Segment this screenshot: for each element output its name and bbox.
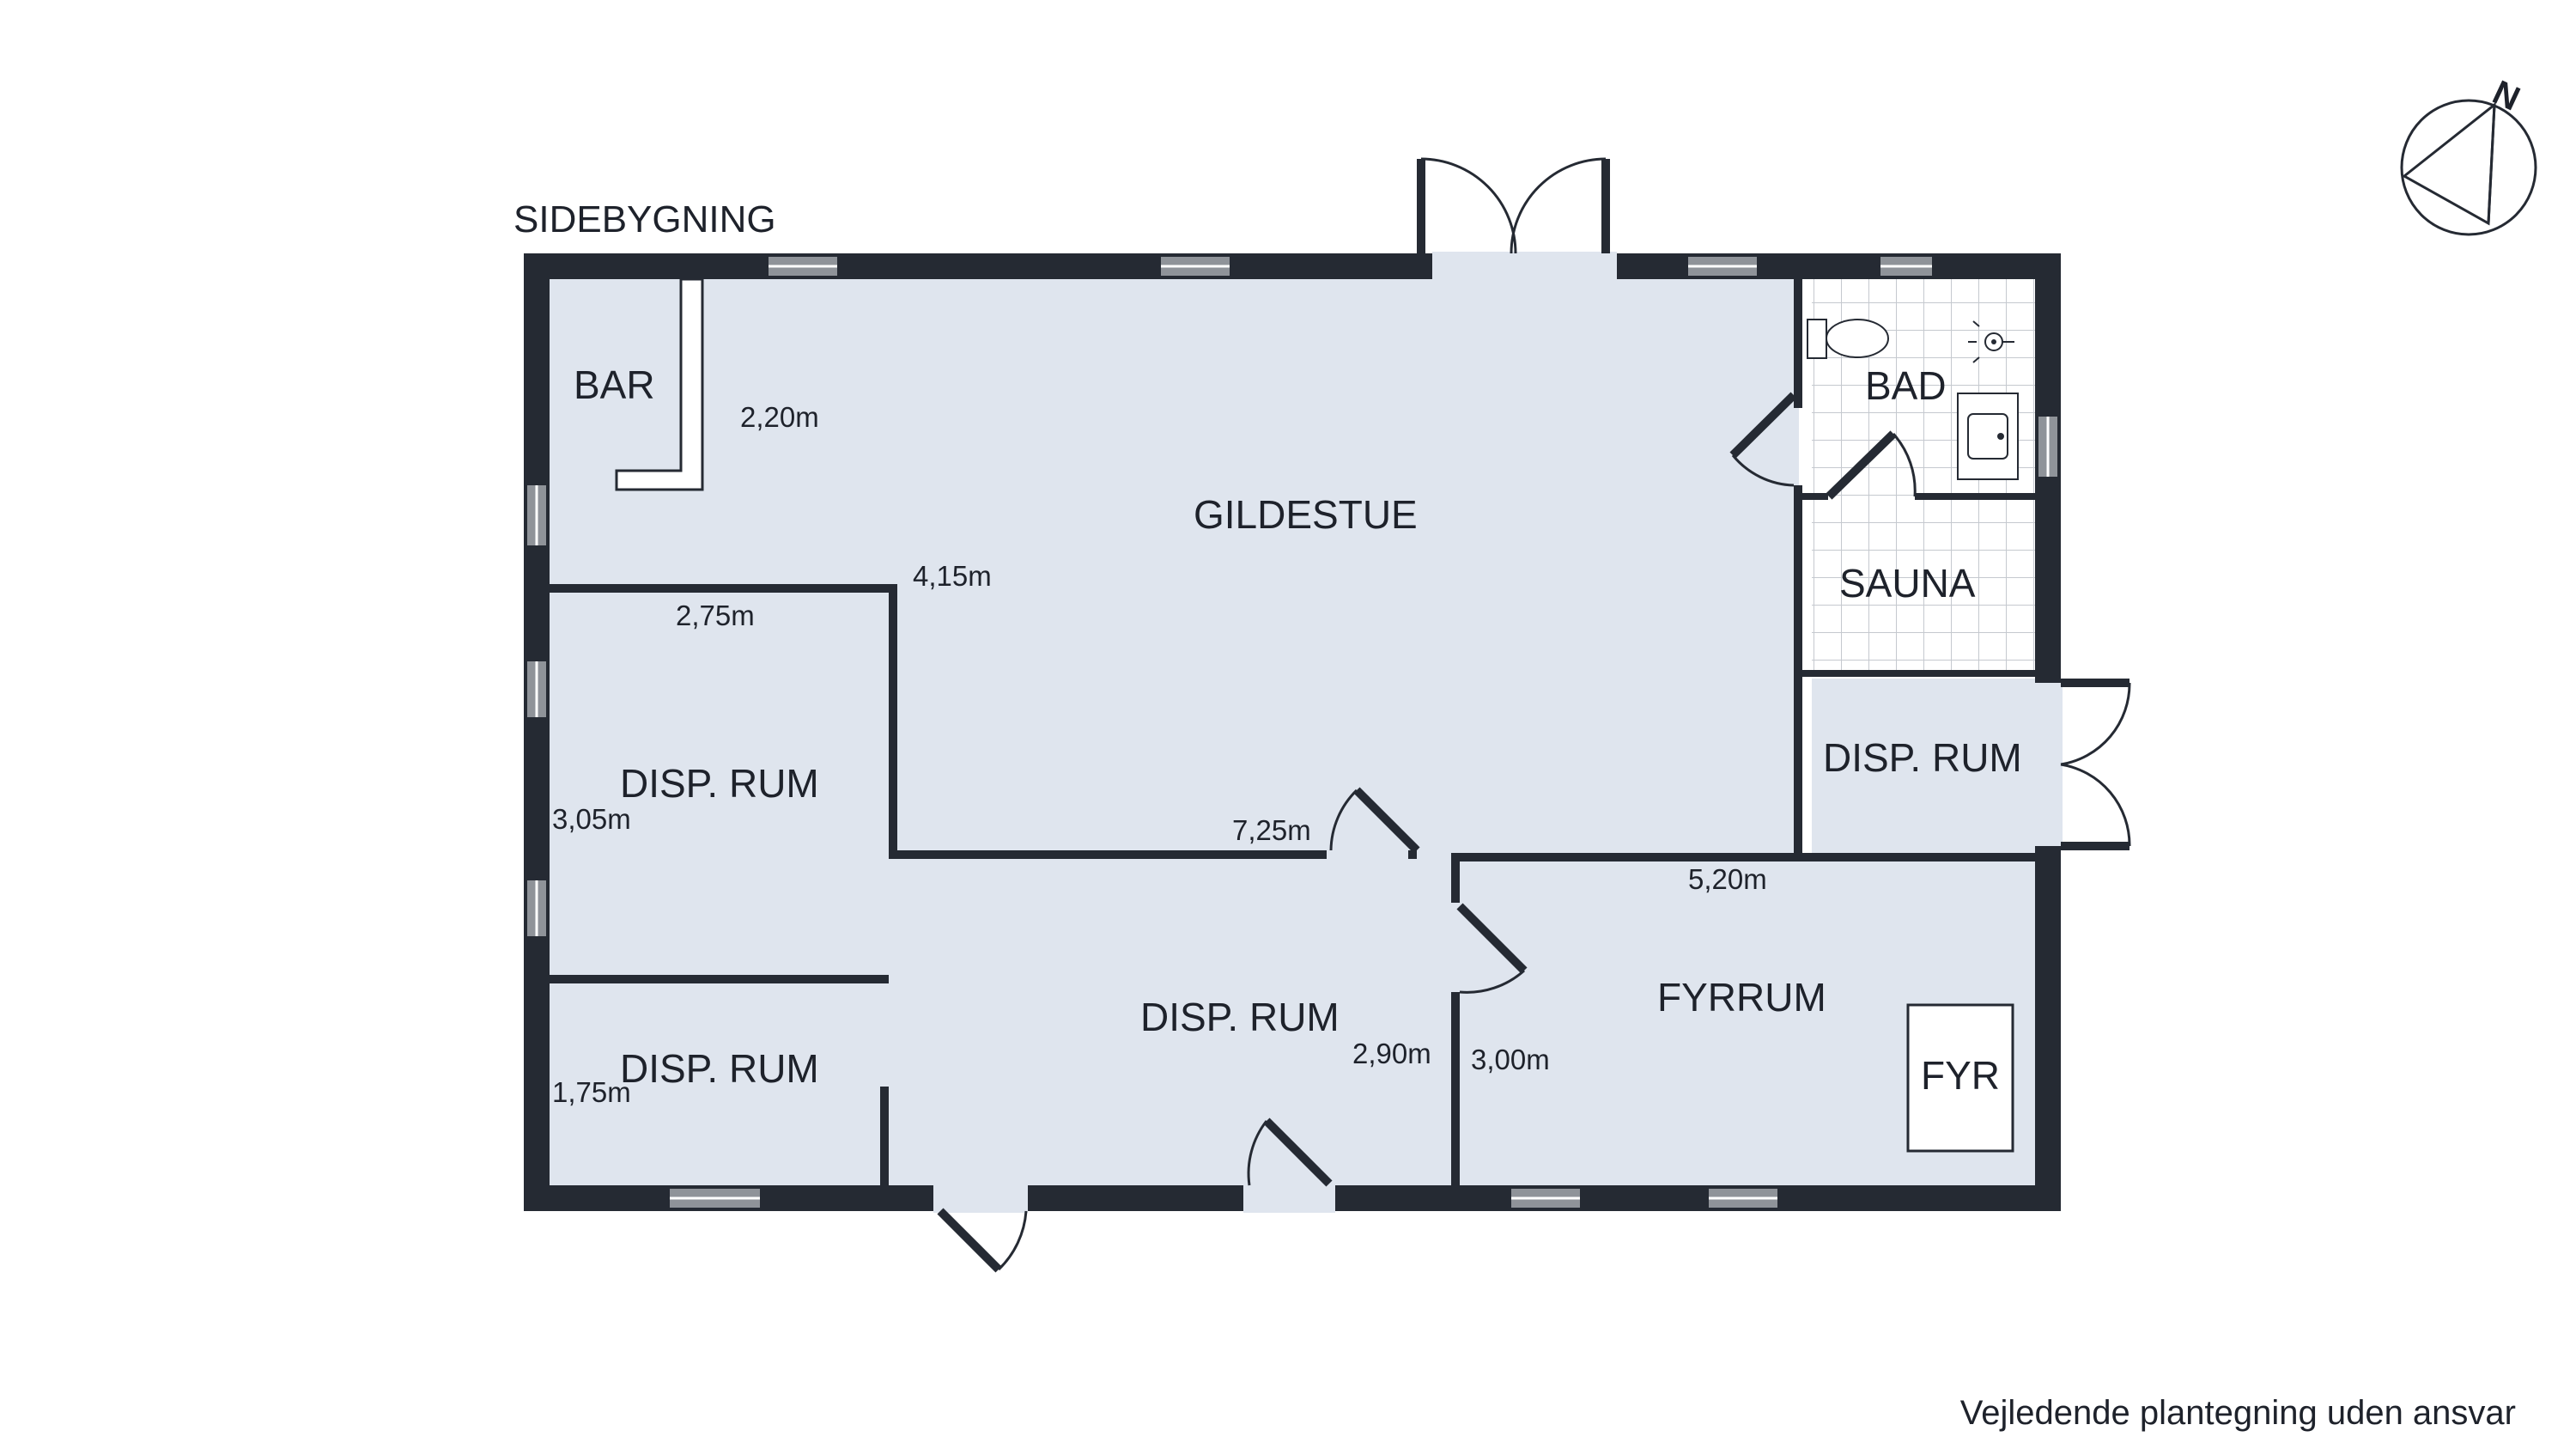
dim-fyrrum-width: 5,20m bbox=[1688, 863, 1767, 895]
door-double-top bbox=[1417, 157, 1610, 254]
room-label-disp-rum-east: DISP. RUM bbox=[1823, 735, 2022, 780]
door-double-east bbox=[2060, 679, 2131, 850]
dim-gildestue-depth: 4,15m bbox=[913, 560, 992, 592]
room-label-disp-rum-center: DISP. RUM bbox=[1140, 995, 1340, 1039]
dim-disp-center-depth: 2,90m bbox=[1352, 1038, 1431, 1069]
window-right-1 bbox=[2038, 417, 2057, 477]
compass-icon bbox=[2400, 99, 2537, 236]
window-top-2 bbox=[1161, 257, 1230, 276]
bar-counter bbox=[615, 277, 704, 491]
window-left-3 bbox=[527, 880, 546, 936]
window-top-3 bbox=[1688, 257, 1757, 276]
door-south-center bbox=[1247, 1117, 1333, 1187]
window-bottom-3 bbox=[1709, 1189, 1777, 1208]
door-south-west bbox=[937, 1208, 1028, 1273]
room-label-sauna: SAUNA bbox=[1839, 561, 1976, 606]
window-top-1 bbox=[769, 257, 837, 276]
window-bottom-1 bbox=[670, 1189, 760, 1208]
door-gildestue-south bbox=[1329, 787, 1420, 854]
window-left-2 bbox=[527, 661, 546, 717]
floor-areas bbox=[550, 279, 2035, 1190]
dim-disp-lower-depth: 1,75m bbox=[552, 1076, 631, 1108]
dim-fyrrum-depth: 3,00m bbox=[1471, 1044, 1550, 1075]
window-top-4 bbox=[1880, 257, 1932, 276]
windows bbox=[527, 257, 2057, 1208]
dim-gildestue-width: 7,25m bbox=[1232, 814, 1311, 846]
room-label-disp-rum-west-lower: DISP. RUM bbox=[620, 1046, 819, 1091]
door-fyrrum bbox=[1456, 903, 1528, 994]
dim-disp-upper-width: 2,75m bbox=[676, 600, 755, 631]
room-label-gildestue: GILDESTUE bbox=[1194, 492, 1418, 537]
dim-bar-width: 2,20m bbox=[740, 401, 819, 433]
disclaimer-text: Vejledende plantegning uden ansvar bbox=[1960, 1394, 2516, 1432]
room-label-bar: BAR bbox=[574, 362, 655, 407]
toilet-icon bbox=[1807, 319, 1889, 359]
room-label-fyrrum: FYRRUM bbox=[1657, 975, 1826, 1020]
door-bathroom bbox=[1729, 392, 1797, 487]
window-bottom-2 bbox=[1511, 1189, 1580, 1208]
shower-icon bbox=[1968, 320, 2014, 363]
boiler-box bbox=[1906, 1003, 2014, 1153]
room-label-fyr: FYR bbox=[1921, 1053, 2000, 1098]
building-title: SIDEBYGNING bbox=[513, 198, 776, 240]
door-sauna bbox=[1826, 430, 1917, 500]
dim-disp-upper-depth: 3,05m bbox=[552, 803, 631, 835]
room-label-bad: BAD bbox=[1865, 363, 1947, 408]
room-label-disp-rum-west-upper: DISP. RUM bbox=[620, 761, 819, 806]
interior-walls bbox=[550, 279, 2044, 1188]
window-left-1 bbox=[527, 485, 546, 545]
doorway-openings bbox=[933, 252, 2063, 1213]
sink-icon bbox=[1957, 393, 2019, 480]
